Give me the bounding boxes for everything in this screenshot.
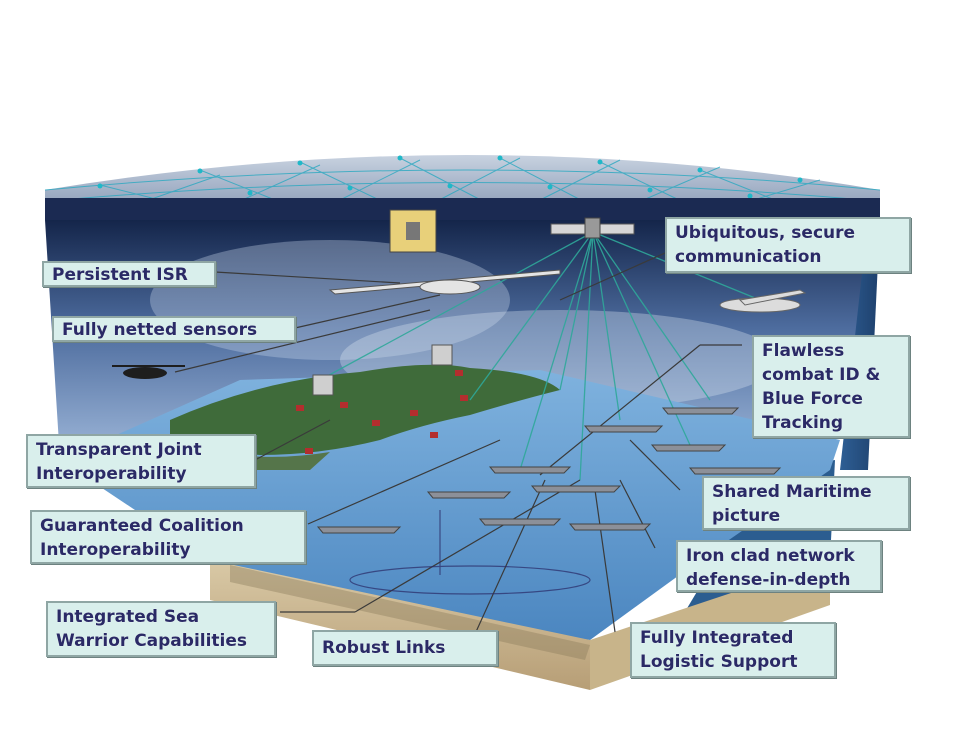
patrol-aircraft xyxy=(719,289,807,313)
callout-line: Blue Force xyxy=(762,389,863,409)
callout-fully-netted-sensors: Fully netted sensors xyxy=(52,316,296,342)
callout-line: defense-in-depth xyxy=(686,570,851,590)
callout-line: Warrior Capabilities xyxy=(56,631,248,651)
satellite-comm xyxy=(550,217,635,239)
callout-robust-links: Robust Links xyxy=(312,630,498,666)
callout-label: Persistent ISR xyxy=(52,265,188,285)
ships xyxy=(316,407,782,534)
callout-iron-clad-network: Iron clad network defense-in-depth xyxy=(676,540,882,592)
callout-line: Ubiquitous, secure xyxy=(675,223,856,243)
callout-fully-integrated-logistic-support: Fully Integrated Logistic Support xyxy=(630,622,836,678)
callout-transparent-joint-interoperability: Transparent Joint Interoperability xyxy=(26,434,256,488)
callout-line: Iron clad network xyxy=(686,546,855,566)
uav xyxy=(328,269,561,295)
callout-leaders xyxy=(174,252,742,646)
callout-line: Fully Integrated xyxy=(640,628,794,648)
callout-line: Interoperability xyxy=(40,540,191,560)
callout-line: combat ID & xyxy=(762,365,881,385)
callout-persistent-isr: Persistent ISR xyxy=(42,261,216,287)
helicopter xyxy=(112,365,185,379)
callout-shared-maritime-picture: Shared Maritime picture xyxy=(702,476,910,530)
ground-units xyxy=(296,370,468,454)
land-mass xyxy=(170,364,560,455)
cyber-band xyxy=(45,198,880,220)
callout-line: Tracking xyxy=(762,413,844,433)
satellite-left xyxy=(389,209,437,253)
comm-links xyxy=(319,231,761,481)
callout-line: Shared Maritime xyxy=(712,482,872,502)
callout-line: picture xyxy=(712,506,781,526)
network-dome xyxy=(45,155,880,212)
callout-label: Robust Links xyxy=(322,638,446,658)
callout-line: Logistic Support xyxy=(640,652,798,672)
callout-guaranteed-coalition-interoperability: Guaranteed Coalition Interoperability xyxy=(30,510,306,564)
callout-line: Interoperability xyxy=(36,464,187,484)
callout-line: Flawless xyxy=(762,341,845,361)
callout-label: Fully netted sensors xyxy=(62,320,258,340)
callout-line: Transparent Joint xyxy=(36,440,202,460)
callout-flawless-combat-id: Flawless combat ID & Blue Force Tracking xyxy=(752,335,910,438)
callout-integrated-sea-warrior: Integrated Sea Warrior Capabilities xyxy=(46,601,276,657)
radar-sites xyxy=(312,344,453,396)
callout-line: communication xyxy=(675,247,822,267)
callout-line: Integrated Sea xyxy=(56,607,200,627)
callout-line: Guaranteed Coalition xyxy=(40,516,244,536)
callout-ubiquitous-communication: Ubiquitous, secure communication xyxy=(665,217,911,273)
